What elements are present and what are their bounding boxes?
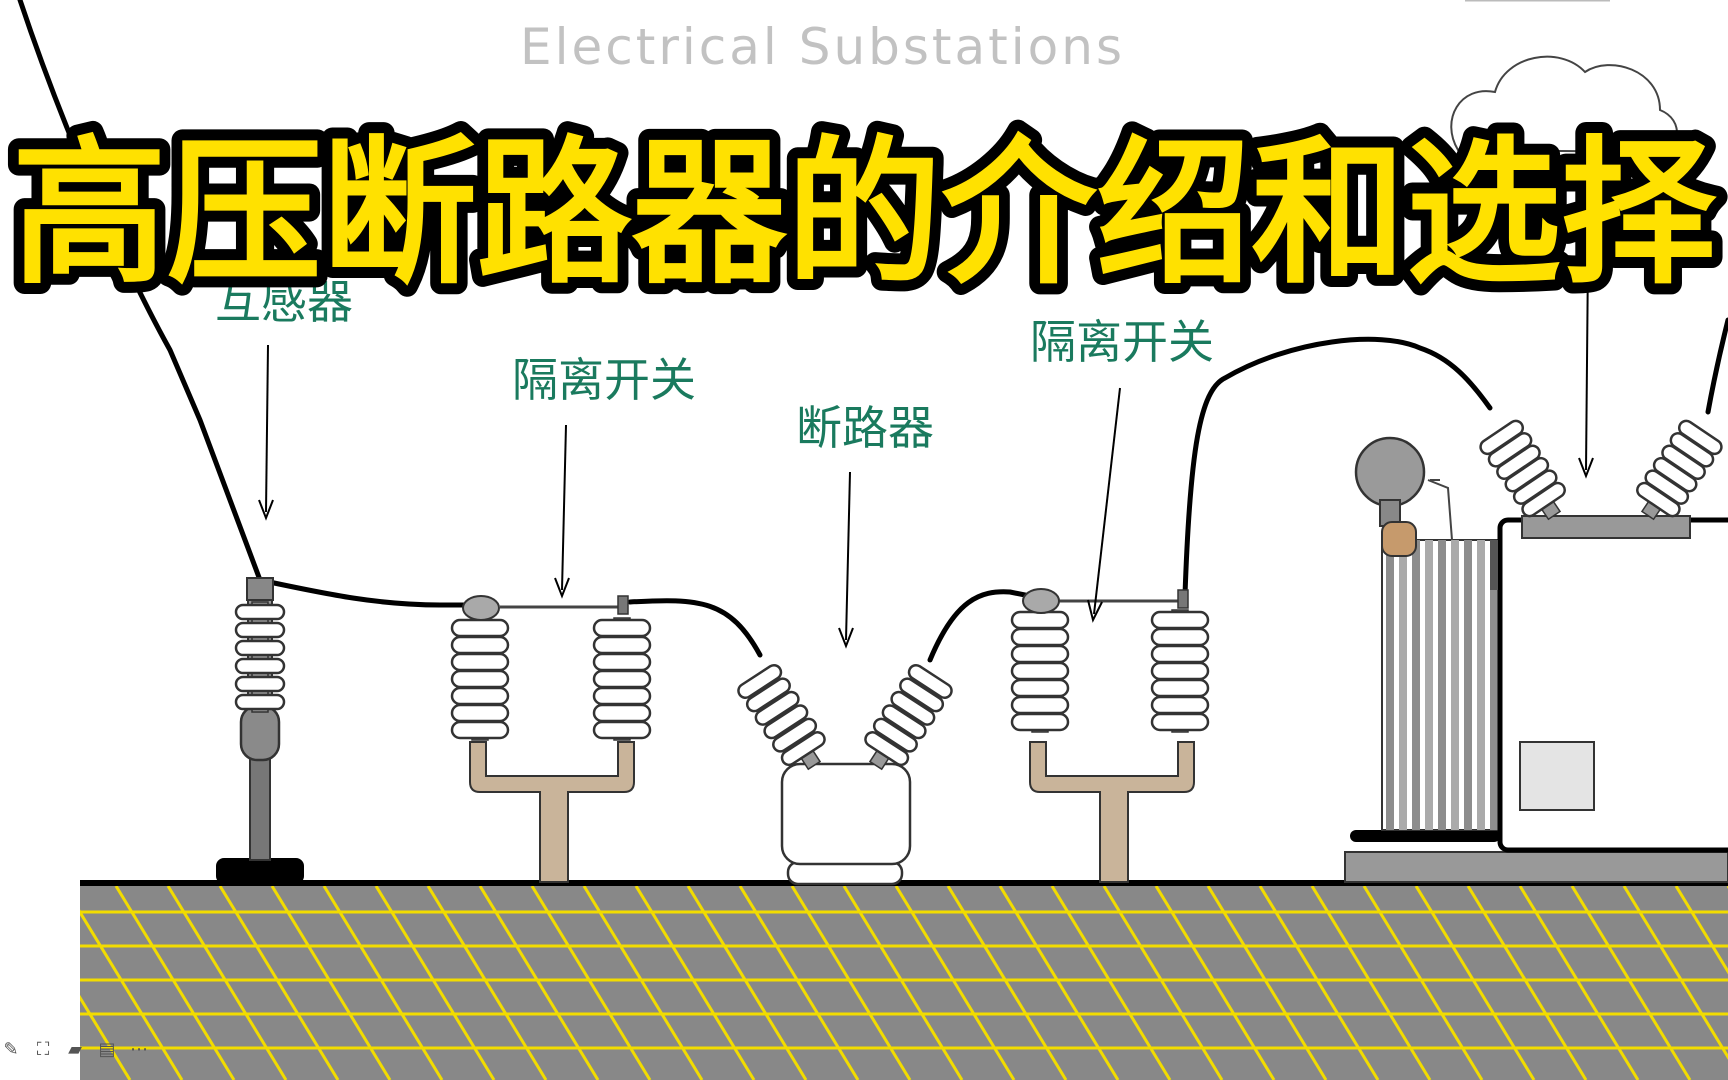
more-icon[interactable]: ⋯ [130, 1038, 148, 1060]
comment-icon[interactable]: ▤ [98, 1038, 116, 1060]
cloud-icon [1450, 55, 1678, 154]
label-breaker: 断路器 [796, 401, 934, 455]
current-transformer [216, 577, 304, 884]
conductor-lines [17, 0, 1728, 663]
player-toolbar: ✎ ⛶ ▰ ▤ ⋯ [0, 1034, 170, 1064]
pencil-icon[interactable]: ✎ [3, 1038, 19, 1060]
page-title: 高压断路器的介绍和选择 [12, 122, 1717, 306]
circuit-breaker [734, 661, 956, 886]
pointer-arrows [258, 254, 1594, 649]
page-subtitle: Electrical Substations [520, 18, 1125, 76]
label-transformer: 互感器 [215, 275, 353, 329]
screenshot-icon[interactable]: ⛶ [36, 1038, 50, 1060]
ground-slab [80, 880, 1728, 1080]
isolator-left [450, 595, 652, 883]
camera-icon[interactable]: ▰ [68, 1038, 82, 1060]
label-isolator-left: 隔离开关 [512, 353, 696, 407]
label-isolator-right: 隔离开关 [1030, 315, 1214, 369]
power-transformer [1344, 416, 1728, 883]
isolator-right [1010, 588, 1210, 883]
